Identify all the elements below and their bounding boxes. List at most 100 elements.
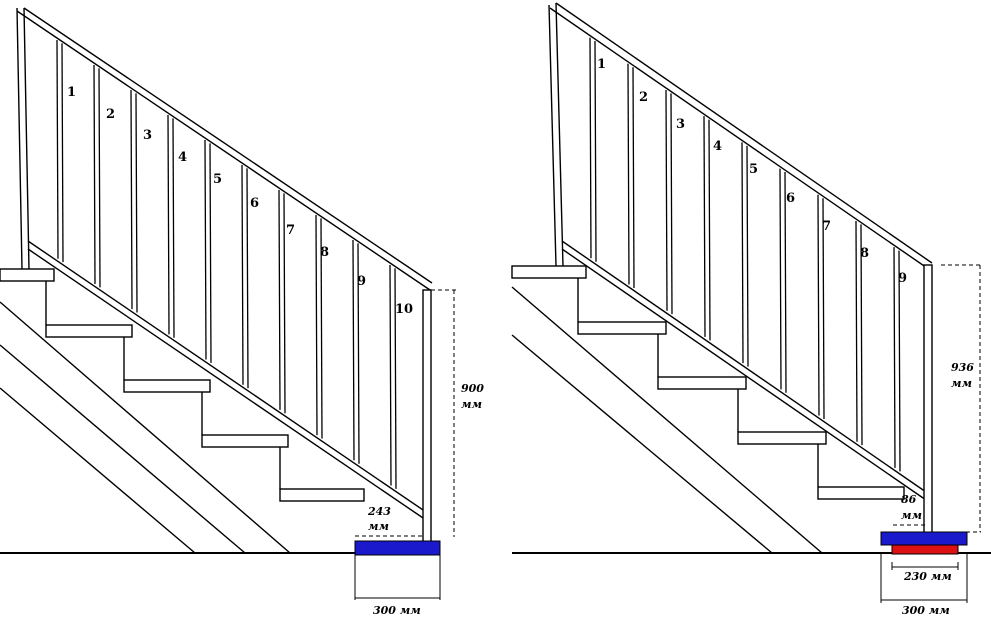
baluster-label: 6	[786, 191, 795, 206]
stair-tread	[737, 431, 827, 445]
baluster	[352, 239, 355, 461]
baluster	[357, 243, 360, 464]
left-baluster-labels: 1 2 3 4 5 6 7 8 9 10	[67, 85, 413, 317]
stair-tread	[577, 321, 667, 335]
bottom-rail	[27, 240, 427, 513]
baluster	[209, 143, 212, 363]
baluster	[315, 214, 318, 436]
baluster	[665, 89, 668, 311]
stair-steps	[0, 268, 365, 502]
baluster	[670, 93, 673, 315]
baluster-label: 4	[713, 139, 722, 154]
baluster-label: 3	[143, 128, 152, 143]
right-inner-width-label: 230 мм	[903, 570, 952, 583]
handrail-top	[23, 7, 433, 284]
stair-tread	[201, 434, 289, 448]
left-diagram	[0, 7, 456, 600]
left-gap-value: 243	[367, 505, 391, 518]
baluster	[860, 224, 863, 446]
handrail-top	[549, 7, 931, 271]
baluster	[589, 37, 592, 259]
baluster-group	[589, 37, 901, 472]
baluster-label: 8	[320, 245, 329, 260]
baluster-label: 7	[822, 219, 831, 234]
baluster	[130, 90, 133, 310]
baluster	[779, 168, 782, 390]
right-gap-unit: мм	[901, 509, 922, 522]
right-height-value: 936	[951, 361, 974, 374]
baluster	[320, 218, 323, 439]
end-post	[923, 264, 933, 534]
start-post	[548, 4, 557, 267]
start-post	[16, 7, 23, 270]
end-post	[422, 289, 432, 544]
right-top-plate	[880, 531, 968, 546]
baluster	[708, 119, 711, 341]
stair-tread	[817, 486, 905, 500]
baluster	[241, 164, 244, 385]
stair-tread	[657, 376, 747, 390]
bottom-rail	[561, 248, 927, 501]
baluster	[98, 68, 101, 288]
baluster	[283, 193, 286, 414]
stringer-line	[511, 286, 823, 554]
baluster	[741, 142, 744, 364]
baluster	[394, 268, 397, 489]
baluster	[204, 139, 207, 360]
baluster-label: 2	[639, 90, 648, 105]
stair-tread	[123, 379, 211, 393]
right-width-label: 300 мм	[902, 604, 950, 617]
baluster-label: 5	[749, 162, 758, 177]
baluster	[246, 168, 249, 389]
baluster	[172, 118, 175, 338]
baluster	[135, 93, 138, 313]
handrail-top	[555, 2, 933, 264]
stringer-line	[0, 344, 246, 554]
baluster-label: 5	[213, 172, 222, 187]
baluster-label: 7	[286, 223, 295, 238]
baluster-label: 4	[178, 150, 187, 165]
baluster-label: 9	[357, 274, 366, 289]
right-baluster-labels: 1 2 3 4 5 6 7 8 9	[597, 57, 907, 286]
baluster	[56, 40, 59, 259]
baluster	[746, 145, 749, 367]
left-width-label: 300 мм	[373, 604, 421, 617]
baluster	[594, 41, 597, 262]
baluster-label: 6	[250, 196, 259, 211]
baluster	[898, 250, 901, 472]
baluster	[893, 247, 896, 468]
baluster	[822, 198, 825, 419]
baluster	[817, 194, 820, 416]
start-post	[555, 2, 564, 267]
left-gap-unit: мм	[368, 520, 389, 533]
baluster-label: 9	[898, 271, 907, 286]
stair-tread	[511, 265, 587, 279]
stringer-line	[511, 334, 773, 554]
right-gap-value: 86	[901, 493, 917, 506]
stair-tread	[279, 488, 365, 502]
left-height-unit: мм	[461, 398, 482, 411]
right-bottom-plate	[891, 544, 959, 555]
bottom-rail	[561, 240, 927, 493]
left-top-plate	[354, 540, 441, 556]
right-height-unit: мм	[951, 377, 972, 390]
bottom-rail	[27, 248, 427, 521]
baluster-label: 3	[676, 117, 685, 132]
stringer-line	[0, 301, 291, 554]
baluster	[389, 264, 392, 486]
stair-steps	[511, 265, 905, 500]
baluster	[278, 189, 281, 410]
start-post	[23, 7, 30, 270]
handrail-top	[16, 10, 431, 291]
baluster-label: 8	[860, 246, 869, 261]
baluster	[855, 220, 858, 442]
right-diagram	[511, 2, 991, 603]
baluster-label: 1	[67, 85, 76, 100]
baluster-group	[56, 40, 397, 489]
baluster	[93, 65, 96, 284]
baluster	[632, 67, 635, 288]
baluster	[627, 63, 630, 285]
baluster	[784, 172, 787, 393]
